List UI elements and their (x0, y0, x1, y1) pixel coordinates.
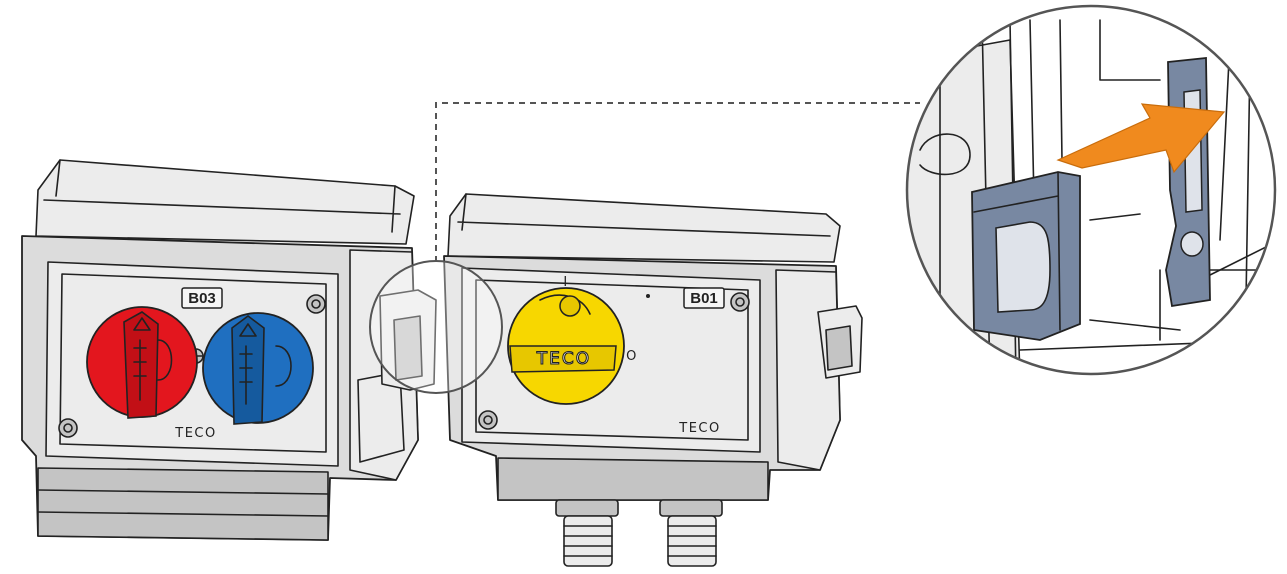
position-mark-off: O (626, 349, 638, 364)
magnifier-circle (369, 260, 503, 394)
cable-gland-left (555, 499, 619, 567)
yellow-rotary-knob: TECO (507, 287, 625, 405)
right-enclosure: B01 TECO I O (443, 193, 863, 567)
detail-zoom (905, 4, 1277, 376)
red-rotary-switch (86, 306, 198, 419)
left-unit-brand: TECO (174, 426, 216, 441)
blue-rotary-switch (202, 312, 314, 425)
right-unit-label: B01 (690, 290, 718, 307)
position-mark-on: I (563, 275, 568, 290)
callout-line (435, 102, 920, 262)
right-unit-brand: TECO (678, 421, 720, 436)
direction-arrow-icon (1056, 103, 1226, 174)
left-unit-label: B03 (188, 290, 216, 307)
knob-brand: TECO (536, 349, 591, 369)
cable-gland-right (659, 499, 723, 567)
